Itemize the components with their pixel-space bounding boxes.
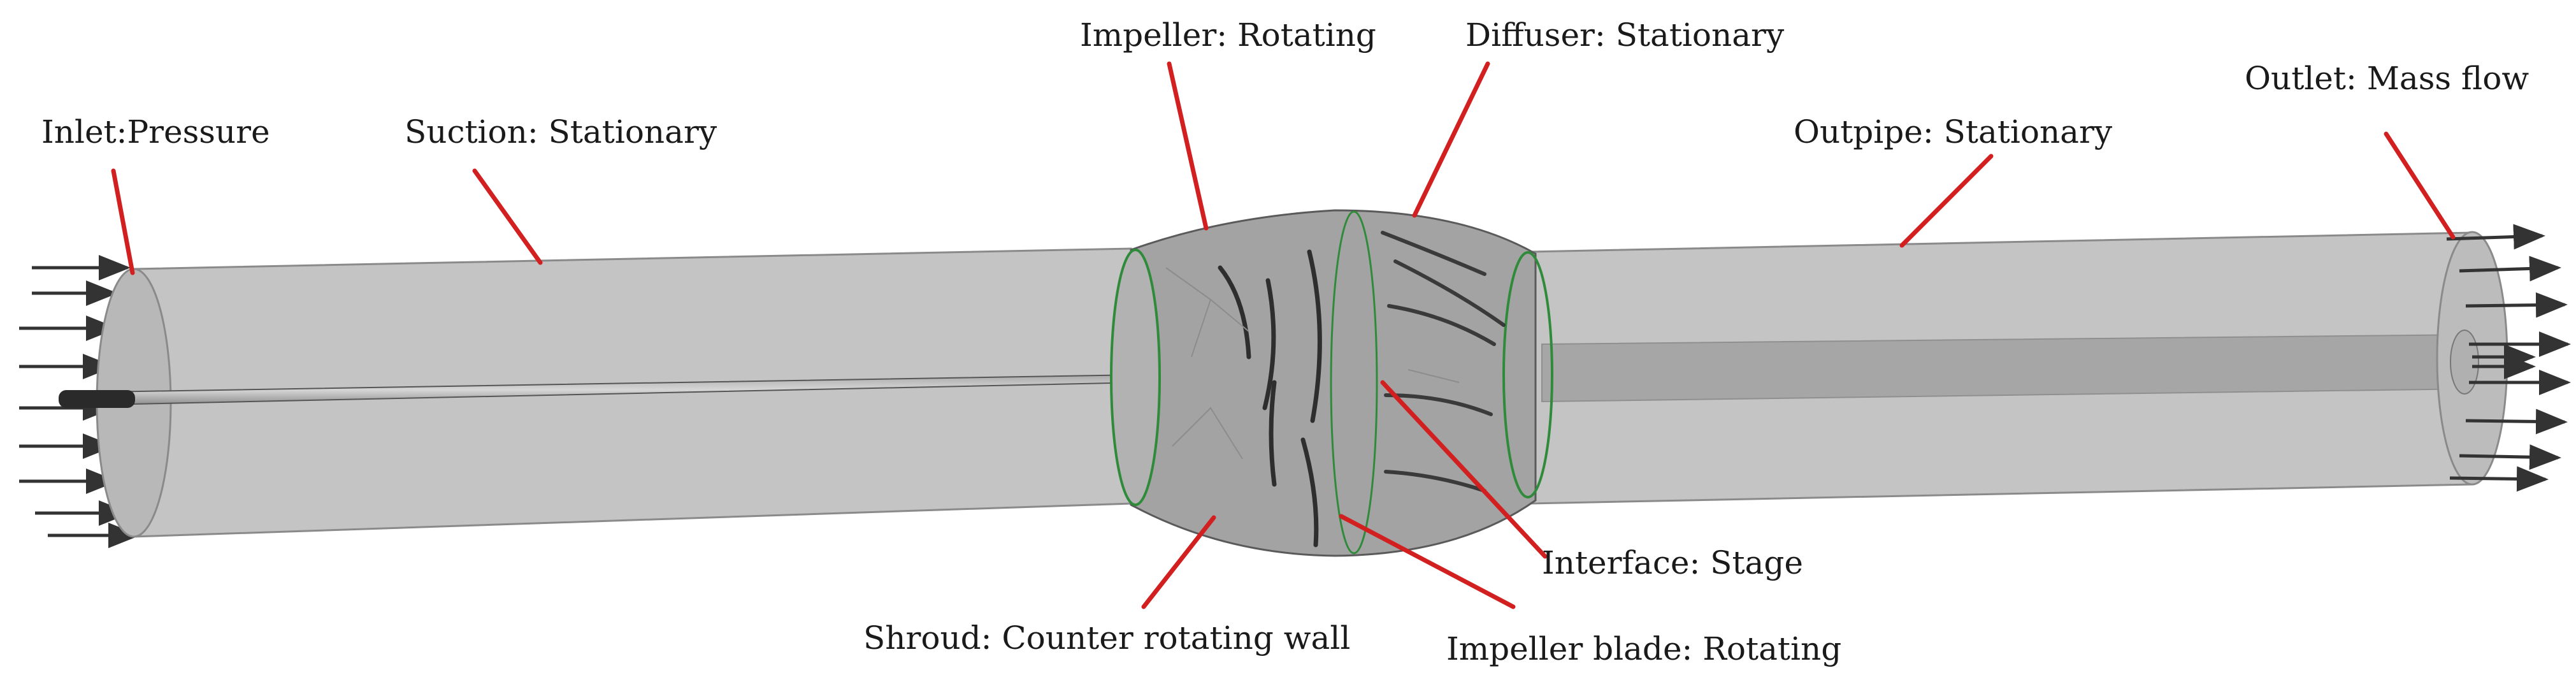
interface-boundary [1330,210,1378,555]
inlet-flow-arrows [19,255,140,548]
impeller-diffuser-body [1110,209,1553,557]
label-impeller: Impeller: Rotating [1080,17,1376,54]
leader-diffuser [1412,61,1490,218]
label-inlet: Inlet:Pressure [41,113,270,150]
leader-impeller [1167,61,1209,231]
leader-lines [111,61,2456,609]
label-impeller-blade: Impeller blade: Rotating [1446,630,1842,667]
leader-impeller-blade [1339,514,1516,609]
diffuser-vanes [1381,231,1506,493]
leader-interface [1380,380,1548,559]
leader-outpipe [1899,154,1994,248]
label-suction: Suction: Stationary [405,113,717,150]
label-interface: Interface: Stage [1542,544,1803,581]
outpipe [1528,231,2508,505]
outlet-flow-arrows [2446,224,2571,492]
leader-suction [472,168,543,265]
label-shroud: Shroud: Counter rotating wall [863,620,1351,657]
label-outlet: Outlet: Mass flow [2245,60,2529,97]
leader-outlet [2384,131,2456,240]
label-diffuser: Diffuser: Stationary [1465,17,1785,54]
impeller-inlet-boundary [1110,249,1161,506]
leader-shroud [1141,515,1216,609]
impeller-blades [1218,249,1322,548]
shaft-hub-cap [59,390,135,408]
diffuser-outlet-boundary [1502,251,1553,498]
label-outpipe: Outpipe: Stationary [1794,113,2113,150]
leader-inlet [111,168,135,275]
